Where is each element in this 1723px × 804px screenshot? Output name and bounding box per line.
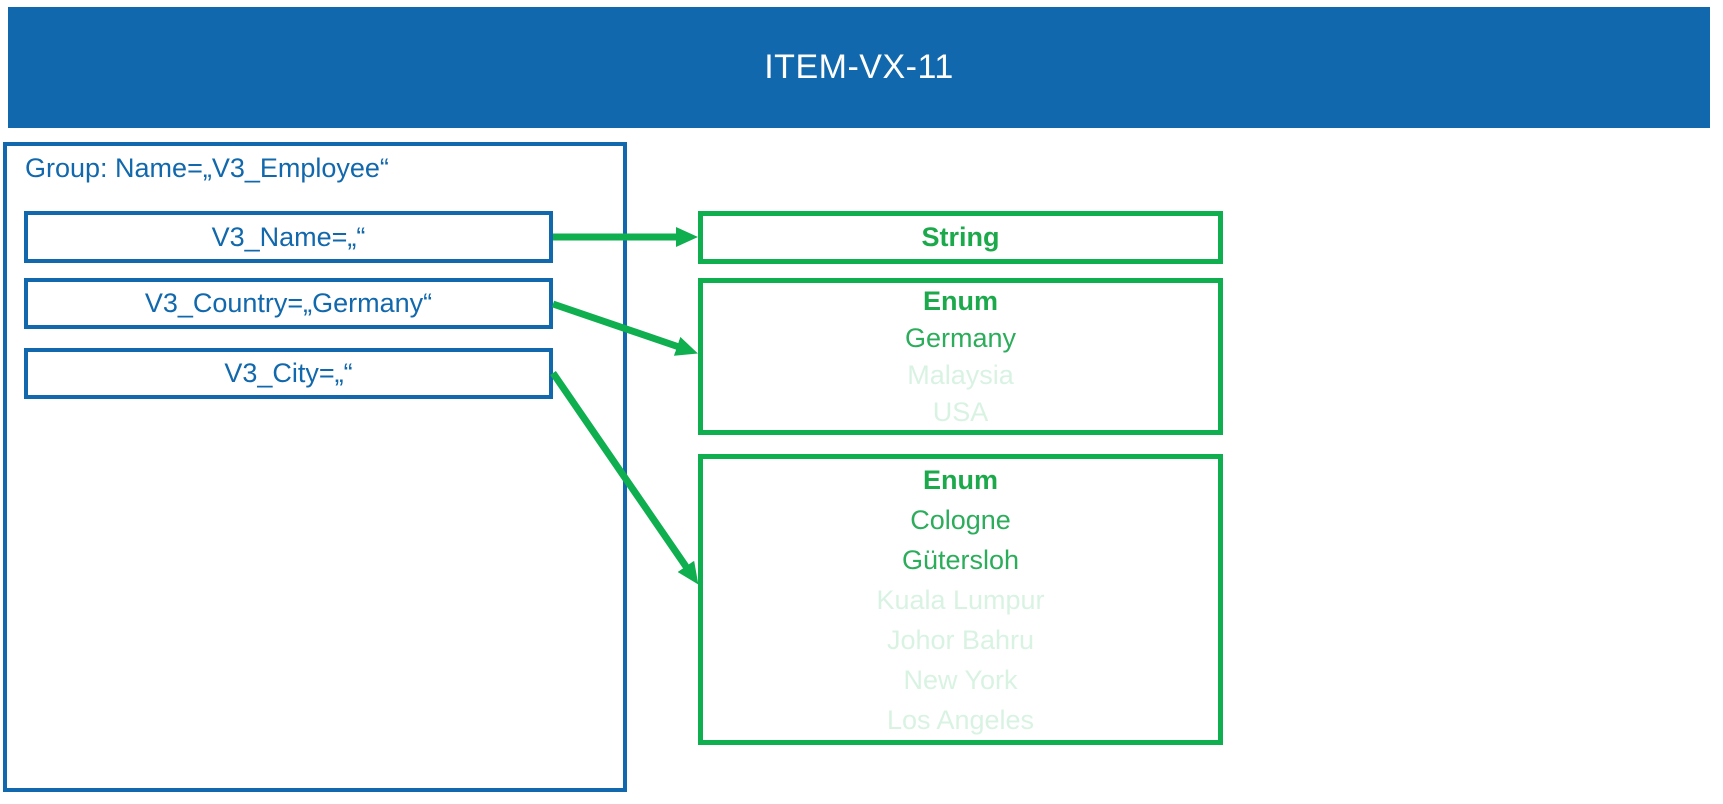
- type-title-city-enum: Enum: [922, 464, 998, 495]
- field-v3-city: V3_City=„“: [24, 348, 553, 399]
- type-title-string: String: [921, 222, 1000, 252]
- enum-option-guetersloh: Gütersloh: [901, 544, 1020, 575]
- enum-option-kuala-lumpur: Kuala Lumpur: [876, 584, 1045, 615]
- type-box-country-enum: Enum Germany Malaysia USA: [698, 278, 1223, 435]
- type-title-country-enum: Enum: [922, 285, 998, 316]
- enum-option-johor-bahru: Johor Bahru: [886, 624, 1035, 655]
- group-label: Group: Name=„V3_Employee“: [25, 153, 389, 183]
- enum-option-germany: Germany: [904, 322, 1017, 353]
- page-title: ITEM-VX-11: [764, 48, 954, 86]
- enum-option-los-angeles: Los Angeles: [886, 704, 1035, 735]
- enum-option-cologne: Cologne: [910, 504, 1011, 535]
- enum-option-usa: USA: [932, 396, 989, 427]
- field-v3-country: V3_Country=„Germany“: [24, 278, 553, 329]
- field-v3-name: V3_Name=„“: [24, 211, 553, 263]
- enum-option-malaysia: Malaysia: [907, 359, 1014, 390]
- field-v3-country-label: V3_Country=„Germany“: [144, 288, 433, 318]
- title-banner: ITEM-VX-11: [8, 7, 1710, 128]
- field-v3-name-label: V3_Name=„“: [211, 221, 366, 252]
- type-box-city-enum: Enum Cologne Gütersloh Kuala Lumpur Joho…: [698, 454, 1223, 745]
- type-box-string: String: [698, 211, 1223, 264]
- field-v3-city-label: V3_City=„“: [224, 358, 353, 388]
- enum-option-new-york: New York: [903, 664, 1018, 695]
